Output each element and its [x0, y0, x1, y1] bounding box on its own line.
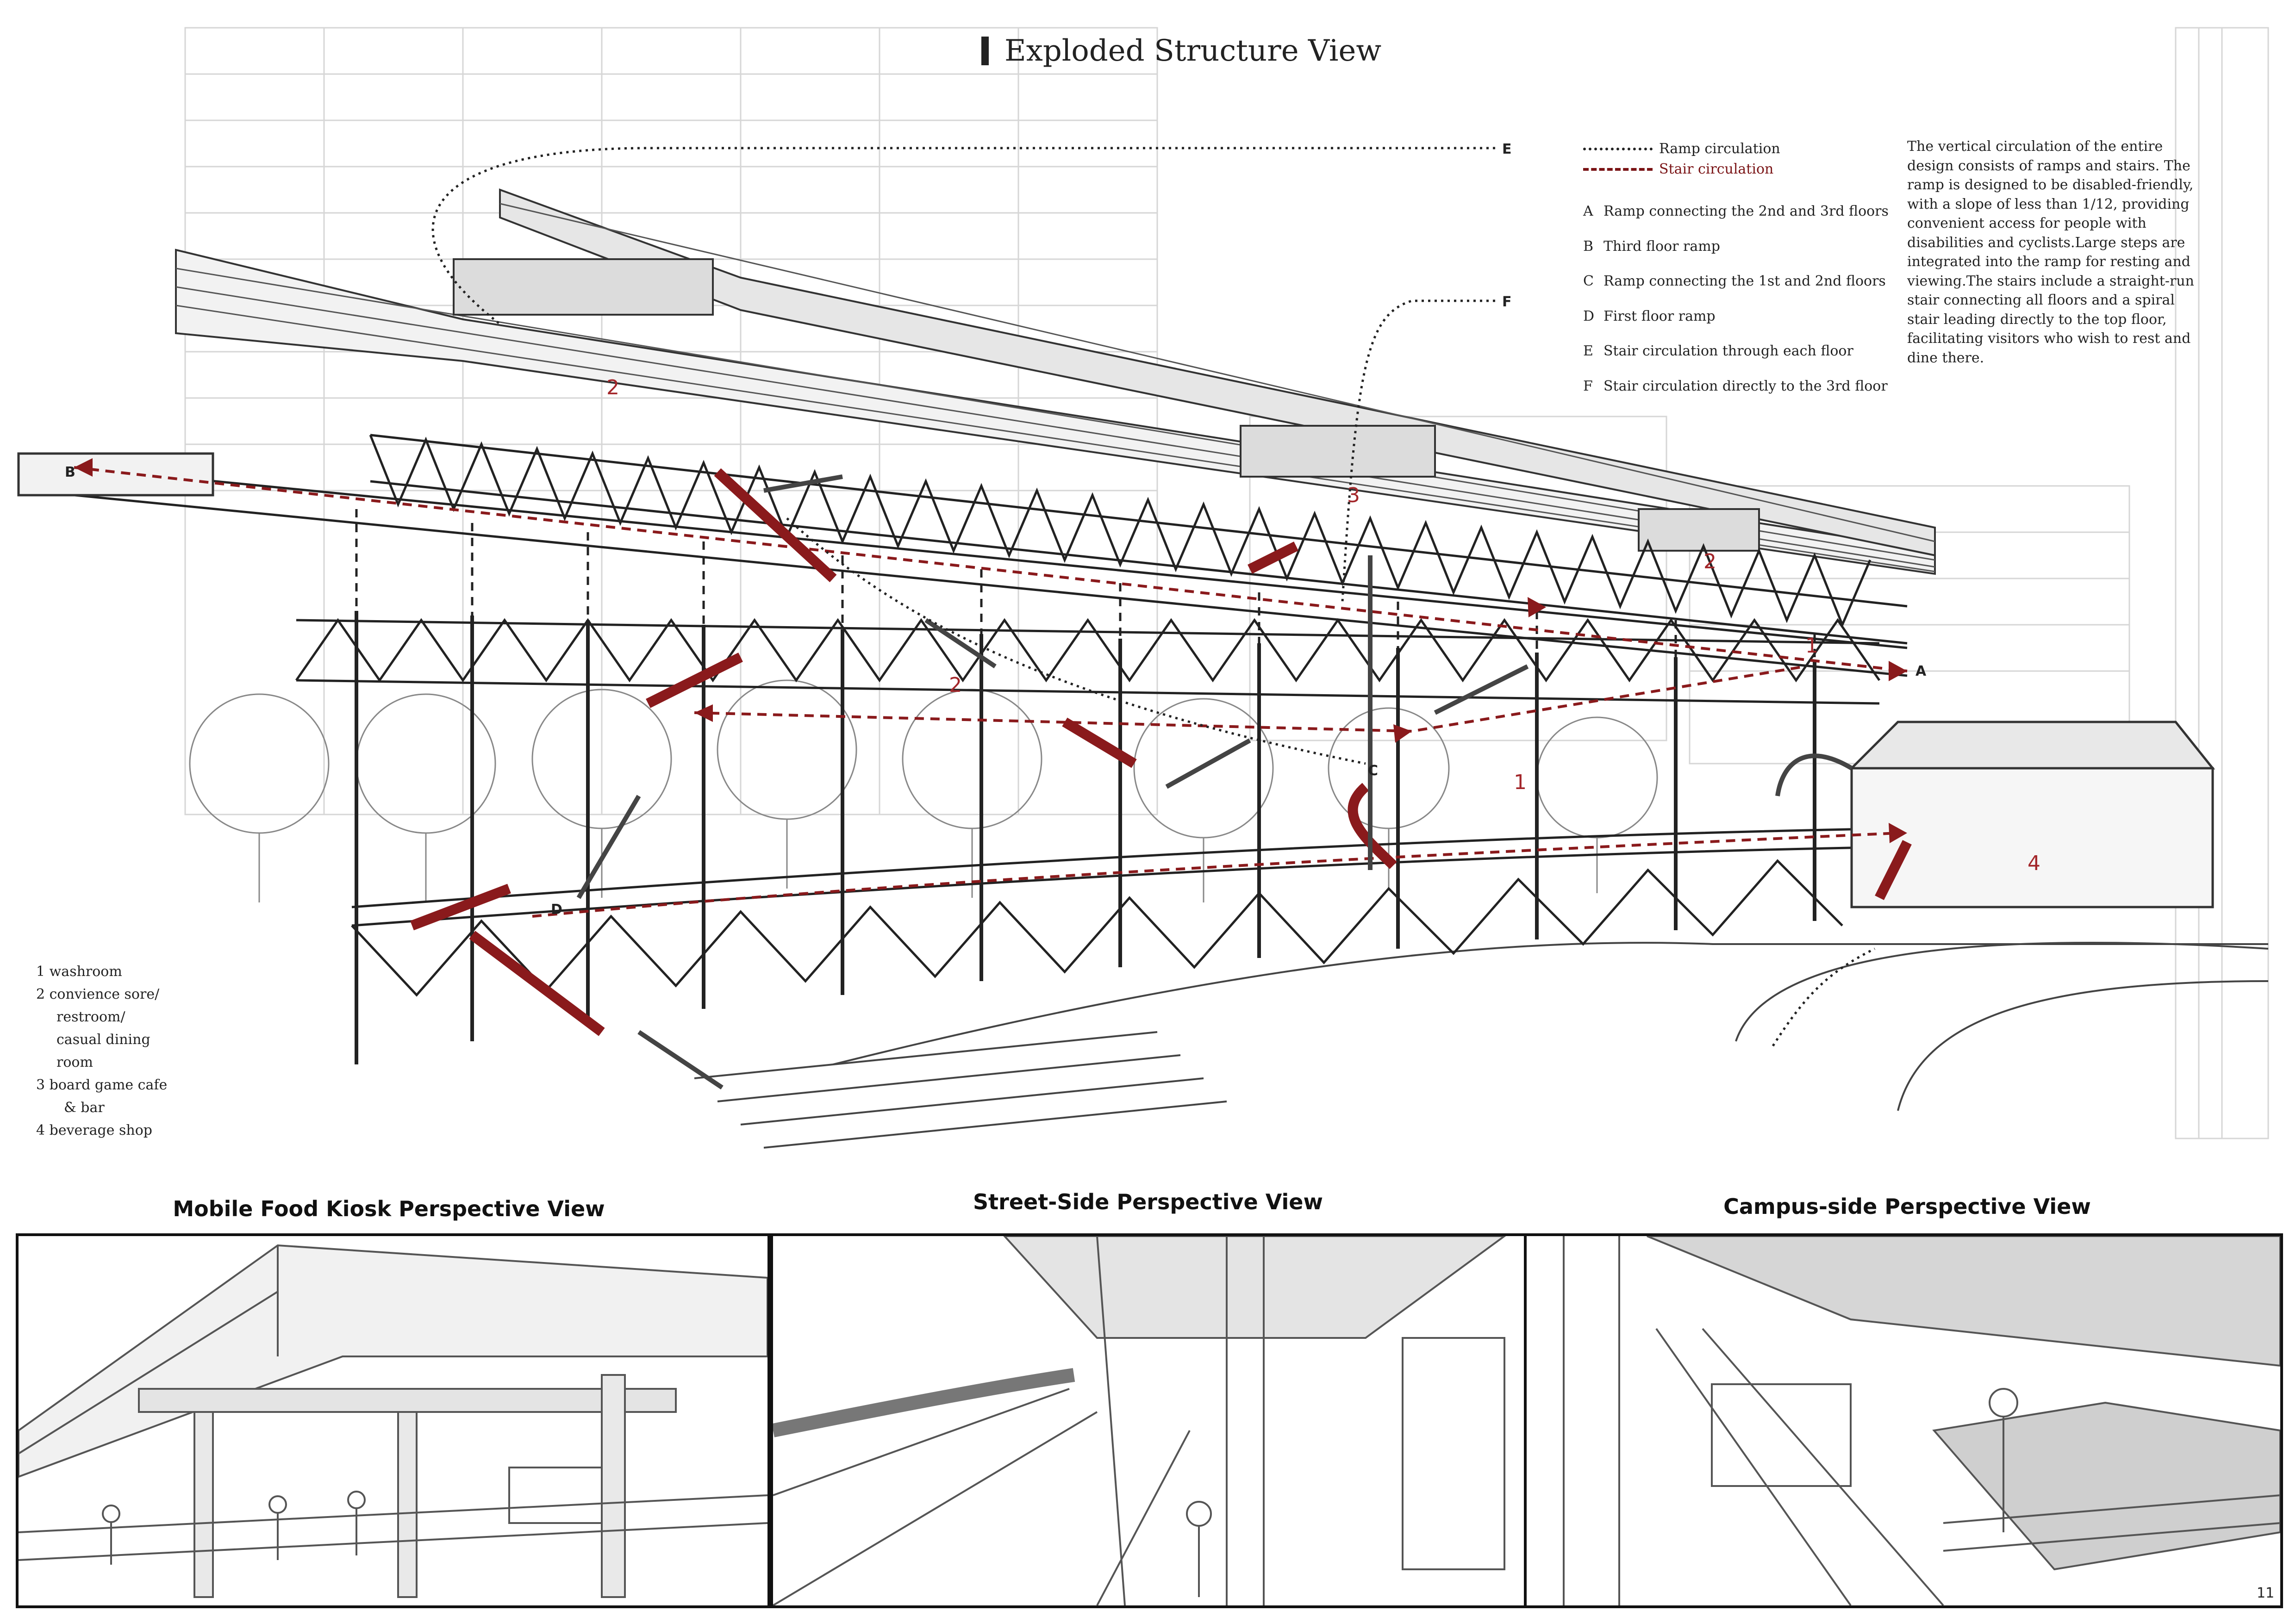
zone-4: 4 — [2028, 852, 2040, 875]
pointer-f: F — [1502, 294, 1512, 310]
ramp-arrowheads — [74, 458, 1907, 843]
page-number: 11 — [2257, 1585, 2275, 1601]
page-title: Exploded Structure View — [1004, 34, 1382, 68]
program-list: 1 washroom 2 convience sore/ restroom/ c… — [36, 960, 203, 1142]
zone-2-right: 2 — [1703, 550, 1716, 573]
legend-key: D — [1583, 308, 1595, 324]
zone-1-upper: 1 — [1805, 634, 1818, 658]
ramp-line-swatch — [1583, 148, 1653, 150]
flow-arrows — [576, 474, 1853, 1090]
legend-item-b: B Third floor ramp — [1583, 238, 1944, 255]
panel-campus-perspective — [1524, 1233, 2283, 1608]
legend-item-d: D First floor ramp — [1583, 308, 1944, 325]
street-perspective-image — [773, 1236, 1506, 1605]
background-buildings — [184, 27, 2269, 1139]
exploded-structure-drawing: E F A B C D 2 3 2 1 2 1 4 — [17, 27, 2269, 1149]
third-floor-truss — [17, 434, 1908, 677]
columns — [355, 611, 1816, 1064]
legend-item-f: F Stair circulation directly to the 3rd … — [1583, 378, 1944, 395]
legend-key: A — [1583, 203, 1593, 219]
description-text: The vertical circulation of the entire d… — [1907, 138, 2194, 366]
pointer-b: B — [65, 464, 75, 480]
zone-1-lower: 1 — [1514, 771, 1527, 794]
panel-title-campus: Campus-side Perspective View — [1723, 1194, 2091, 1219]
program-item: restroom/ — [56, 1009, 125, 1025]
zone-3: 3 — [1347, 484, 1360, 507]
program-item: 2 convience sore/ — [36, 986, 160, 1002]
title-marker — [981, 37, 989, 65]
pointer-a: A — [1915, 663, 1927, 679]
pointer-e: E — [1502, 141, 1512, 157]
program-item: 3 board game cafe — [36, 1077, 168, 1093]
program-item: & bar — [64, 1100, 105, 1116]
program-item: 1 washroom — [36, 964, 122, 980]
campus-perspective-image — [1563, 1236, 2280, 1605]
legend-item-c: C Ramp connecting the 1st and 2nd floors — [1583, 273, 1944, 290]
program-item: room — [56, 1054, 93, 1070]
zone-2-roof: 2 — [606, 376, 619, 399]
pointer-c: C — [1368, 763, 1378, 779]
legend: Ramp circulation Stair circulation A Ram… — [1583, 139, 1944, 395]
legend-item-a: A Ramp connecting the 2nd and 3rd floors — [1583, 203, 1944, 220]
pointer-d: D — [551, 902, 562, 918]
zone-2-middle: 2 — [949, 673, 962, 697]
second-floor-truss — [295, 618, 1881, 705]
legend-text: Stair circulation through each floor — [1603, 343, 1853, 359]
panel-title-street: Street-Side Perspective View — [973, 1189, 1323, 1214]
legend-key: B — [1583, 238, 1594, 255]
program-item: casual dining — [56, 1032, 150, 1048]
legend-ramp-row: Ramp circulation — [1583, 139, 1944, 159]
panel-kiosk-perspective — [16, 1233, 770, 1608]
legend-key: C — [1583, 273, 1594, 289]
stair-line-swatch — [1583, 168, 1653, 171]
title-block: Exploded Structure View — [981, 23, 1381, 79]
panel-title-kiosk: Mobile Food Kiosk Perspective View — [173, 1196, 605, 1221]
legend-item-e: E Stair circulation through each floor — [1583, 342, 1944, 360]
legend-key: F — [1583, 378, 1593, 394]
alignment-lines — [355, 509, 1816, 662]
ground-road — [694, 942, 2269, 1149]
legend-ramp-label: Ramp circulation — [1659, 141, 1780, 157]
roof-layer — [175, 188, 1936, 575]
pointer-leaders — [431, 147, 1876, 1047]
stair-circulation — [74, 466, 1912, 1036]
legend-text: Ramp connecting the 1st and 2nd floors — [1603, 273, 1886, 289]
legend-stair-label: Stair circulation — [1659, 161, 1774, 178]
program-item: 4 beverage shop — [36, 1122, 152, 1138]
legend-text: Stair circulation directly to the 3rd fl… — [1603, 378, 1888, 394]
legend-text: First floor ramp — [1603, 308, 1716, 324]
legend-text: Third floor ramp — [1603, 238, 1720, 255]
legend-stair-row: Stair circulation — [1583, 159, 1944, 180]
legend-text: Ramp connecting the 2nd and 3rd floors — [1603, 203, 1889, 219]
kiosk-perspective-image — [19, 1244, 767, 1598]
first-floor-deck — [351, 721, 2215, 997]
panel-street-perspective — [770, 1233, 1529, 1608]
legend-key: E — [1583, 343, 1593, 359]
